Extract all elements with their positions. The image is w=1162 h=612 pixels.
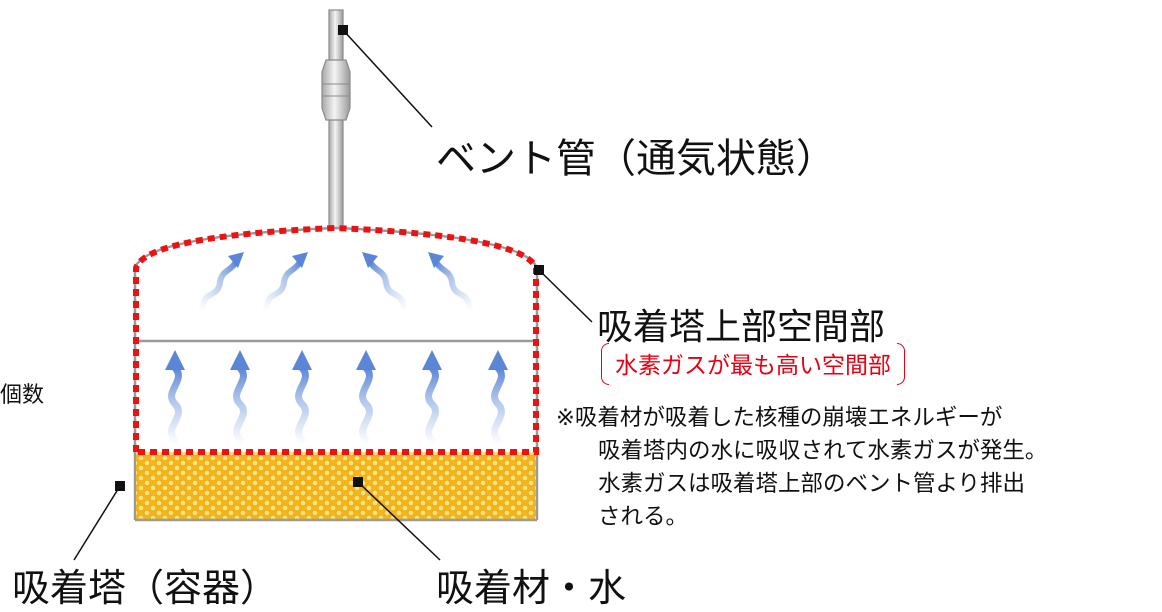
upper-space-outline [133, 224, 539, 455]
vent-pipe [321, 9, 351, 229]
vent-pipe-label: ベント管（通気状態） [436, 136, 836, 182]
hydrogen-gas-arrows-lower [165, 350, 508, 444]
adsorbent-label: 吸着材・水 [436, 566, 627, 610]
hydrogen-gas-arrows-upper [199, 252, 473, 309]
right-bracket [897, 343, 905, 385]
note-line-1: ※吸着材が吸着した核種の崩壊エネルギーが [556, 405, 1003, 431]
note-line-2: 吸着塔内の水に吸収されて水素ガスが発生。 [598, 438, 1048, 464]
note-line-4: される。 [598, 504, 689, 530]
leader-lines [73, 25, 593, 561]
cut-off-text: 個数 [0, 383, 45, 408]
note-line-3: 水素ガスは吸着塔上部のベント管より排出 [598, 471, 1026, 497]
hydrogen-highest-note: 水素ガスが最も高い空間部 [601, 343, 905, 385]
adsorbent-bed [136, 452, 536, 519]
hydrogen-highest-text: 水素ガスが最も高い空間部 [615, 353, 891, 379]
explanation-note: ※吸着材が吸着した核種の崩壊エネルギーが 吸着塔内の水に吸収されて水素ガスが発生… [556, 402, 1047, 534]
tower-label: 吸着塔（容器） [12, 566, 279, 610]
left-bracket [601, 343, 609, 385]
upper-space-label: 吸着塔上部空間部 [597, 307, 886, 348]
